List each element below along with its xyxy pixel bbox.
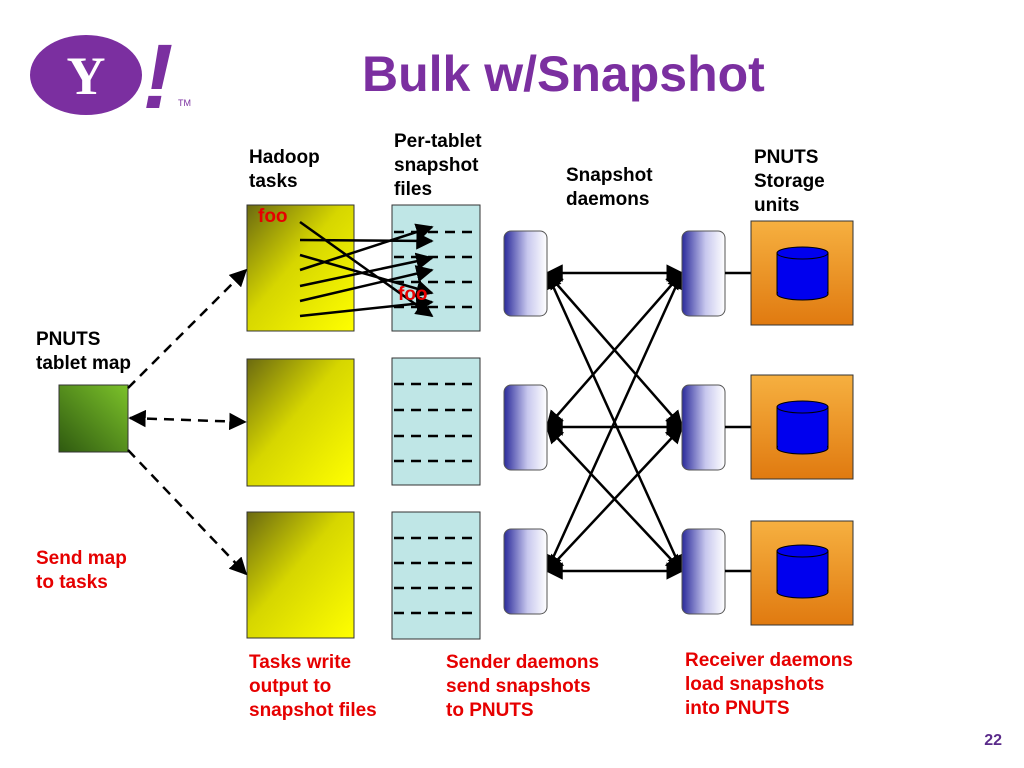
sender-daemon	[503, 384, 548, 471]
caption-receiver-daemons: Receiver daemons load snapshots into PNU…	[685, 649, 853, 721]
snapshot-file-group	[391, 204, 481, 332]
label-line: tasks	[249, 171, 298, 192]
snapshot-file-box	[391, 204, 481, 332]
snapshot-file-box	[391, 511, 481, 640]
label-snapshot-daemons: Snapshot daemons	[566, 164, 653, 212]
storage-unit	[750, 220, 854, 326]
caption-line: to PNUTS	[446, 700, 534, 721]
caption-line: snapshot files	[249, 700, 377, 721]
write-arrow	[299, 265, 434, 303]
label-hadoop-tasks: Hadoop tasks	[249, 146, 320, 194]
caption-tasks-write: Tasks write output to snapshot files	[249, 651, 377, 723]
map-arrow	[127, 268, 248, 389]
map-arrow	[128, 409, 247, 431]
daemon-mesh	[545, 264, 684, 580]
label-line: PNUTS	[36, 329, 101, 350]
snapshot-file-box	[391, 357, 481, 486]
page-number: 22	[984, 732, 1002, 749]
label-line: files	[394, 179, 433, 200]
caption-line: Send map	[36, 548, 127, 569]
label-per-tablet-files: Per-tablet snapshot files	[394, 130, 482, 202]
database-icon	[776, 400, 829, 455]
write-arrow	[299, 252, 434, 288]
label-line: units	[754, 195, 800, 216]
caption-line: load snapshots	[685, 674, 825, 695]
database-icon	[776, 246, 829, 301]
write-arrow	[299, 232, 434, 250]
write-arrow	[299, 294, 434, 318]
storage-unit	[750, 374, 854, 480]
label-line: tablet map	[36, 353, 132, 374]
label-line: Per-tablet	[394, 131, 482, 152]
caption-line: output to	[249, 676, 332, 697]
label-line: PNUTS	[754, 147, 819, 168]
yahoo-logo: Y ! TM	[30, 26, 191, 128]
caption-line: Tasks write	[249, 652, 352, 673]
label-line: Snapshot	[566, 165, 653, 186]
foo-file-label: foo	[398, 284, 428, 305]
snapshot-file-group	[391, 511, 481, 640]
label-line: daemons	[566, 189, 650, 210]
slide-title: Bulk w/Snapshot	[362, 46, 765, 102]
label-line: Hadoop	[249, 147, 320, 168]
hadoop-task-box	[246, 511, 355, 639]
label-pnuts-tablet-map: PNUTS tablet map	[36, 328, 131, 376]
label-line: Storage	[754, 171, 825, 192]
logo-ellipse	[30, 35, 142, 115]
sender-daemon	[503, 230, 548, 317]
write-arrow	[299, 223, 434, 272]
tablet-map-box	[58, 384, 129, 453]
map-arrow	[127, 449, 248, 576]
logo-letter: Y	[67, 46, 106, 106]
transfer-arrow	[545, 425, 684, 573]
receiver-daemon	[681, 230, 726, 317]
caption-sender-daemons: Sender daemons send snapshots to PNUTS	[446, 651, 599, 723]
write-arrow	[299, 253, 434, 298]
storage-unit	[750, 520, 854, 626]
caption-line: into PNUTS	[685, 698, 790, 719]
snapshot-file-group	[391, 357, 481, 486]
caption-line: Sender daemons	[446, 652, 600, 673]
label-line: snapshot	[394, 155, 479, 176]
caption-line: to tasks	[36, 572, 108, 593]
caption-line: Receiver daemons	[685, 650, 853, 671]
hadoop-task-box	[246, 204, 355, 332]
map-arrows	[127, 268, 248, 576]
write-arrow	[299, 220, 434, 318]
caption-line: send snapshots	[446, 676, 591, 697]
database-icon	[776, 544, 829, 599]
hadoop-task-box	[246, 358, 355, 487]
logo-exclamation: !	[143, 26, 174, 128]
logo-trademark: TM	[178, 98, 191, 108]
foo-task-label: foo	[258, 206, 288, 227]
caption-send-map: Send map to tasks	[36, 547, 127, 595]
label-pnuts-storage: PNUTS Storage units	[754, 146, 825, 218]
receiver-daemon	[681, 528, 726, 615]
task-to-file-arrows	[299, 220, 434, 318]
receiver-daemon	[681, 384, 726, 471]
sender-daemon	[503, 528, 548, 615]
